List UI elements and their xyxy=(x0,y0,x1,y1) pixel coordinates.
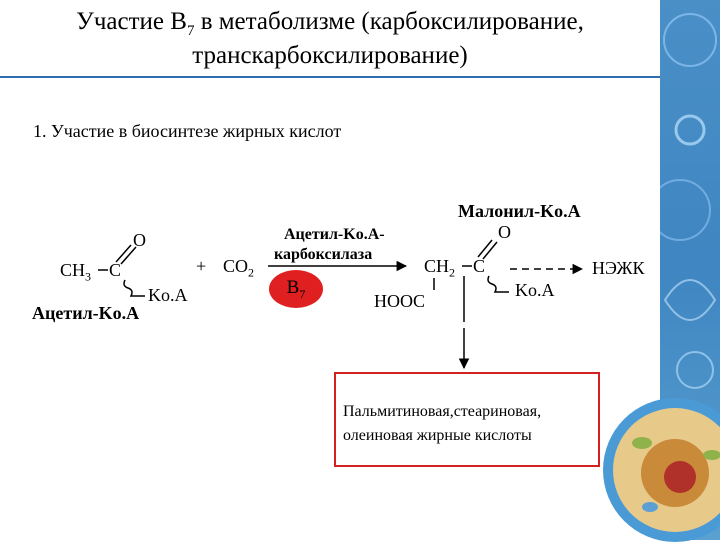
enzyme-name-line-2: карбоксилаза xyxy=(274,246,373,263)
malonyl-name: Малонил-Ko.A xyxy=(458,201,581,221)
malonyl-double-bond-a xyxy=(477,239,493,258)
slide-title-line-1: Участие В7 в метаболизме (карбоксилирова… xyxy=(76,8,584,39)
acetyl-ch3: CH3 xyxy=(60,260,92,284)
acetyl-carbon: C xyxy=(109,260,122,280)
title-divider xyxy=(0,76,660,78)
acetyl-koa: Ko.A xyxy=(148,285,188,305)
enzyme-name-line-1: Ацетил-Ko.A- xyxy=(284,226,385,243)
acetyl-double-bond-a xyxy=(115,244,132,263)
cell-illustration xyxy=(603,398,720,542)
result-line-2: олеиновая жирные кислоты xyxy=(343,427,532,444)
section-subtitle: 1. Участие в биосинтезе жирных кислот xyxy=(33,121,342,141)
cofactor-b7-oval xyxy=(269,270,323,308)
malonyl-oxygen: O xyxy=(498,222,511,242)
acetyl-name: Ацетил-Ko.A xyxy=(32,303,140,323)
malonyl-hooc: HOOC xyxy=(374,291,426,311)
result-box xyxy=(334,372,600,467)
cofactor-b7-label: B7 xyxy=(286,277,306,301)
acetyl-double-bond-b xyxy=(120,246,137,265)
result-line-1: Пальмитиновая,стеариновая, xyxy=(343,403,542,420)
malonyl-ch2: CH2 xyxy=(424,256,456,280)
malonyl-koa-bond xyxy=(487,275,509,293)
malonyl-koa: Ko.A xyxy=(515,280,555,300)
plus-sign: + xyxy=(196,256,207,276)
co2-label: CO2 xyxy=(223,256,255,280)
malonyl-double-bond-b xyxy=(482,241,498,260)
malonyl-carbon: C xyxy=(473,256,486,276)
slide-title-line-2: транскарбоксилирование) xyxy=(192,42,468,69)
result-text: Пальмитиновая,стеариновая, олеиновая жир… xyxy=(343,400,598,448)
nezhk-label: НЭЖК xyxy=(592,258,645,278)
acetyl-oxygen: O xyxy=(133,230,146,250)
acetyl-koa-bond xyxy=(123,279,145,297)
